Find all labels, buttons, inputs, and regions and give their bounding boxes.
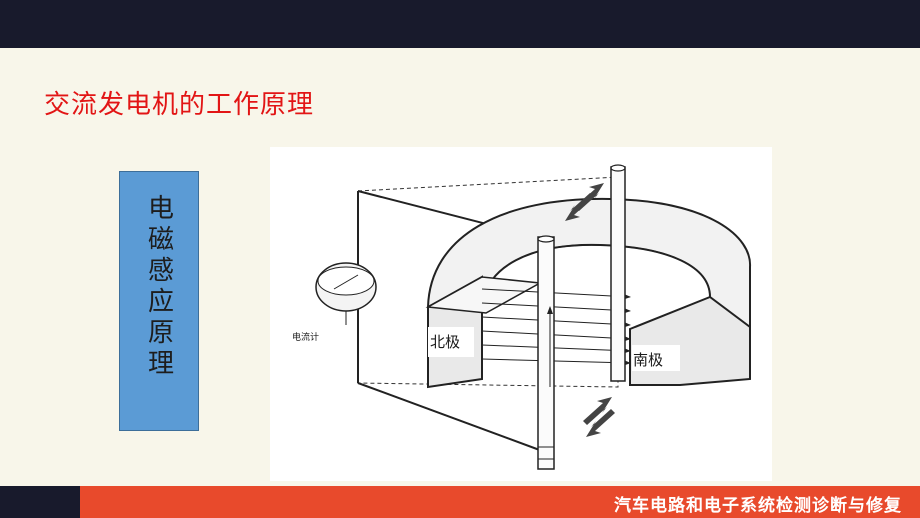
- north-pole-label: 北极: [430, 333, 460, 351]
- generator-diagram: 北极 南极: [270, 147, 772, 481]
- field-lines: [481, 288, 631, 366]
- meter-label: 电流计: [292, 331, 319, 343]
- diagram-svg: 北极 南极: [292, 164, 752, 470]
- course-title: 汽车电路和电子系统检测诊断与修复: [614, 496, 902, 516]
- concept-box: 电磁感应原理: [119, 171, 199, 431]
- footer-dark-block: [0, 486, 80, 518]
- footer-bar: 汽车电路和电子系统检测诊断与修复: [80, 486, 920, 518]
- south-pole-label: 南极: [633, 351, 663, 369]
- galvanometer: [315, 262, 377, 325]
- concept-text: 电磁感应原理: [143, 194, 174, 380]
- motion-arrow-top: [565, 183, 604, 221]
- front-conductor: [537, 236, 555, 470]
- top-bar: [0, 0, 920, 48]
- back-conductor: [610, 166, 626, 382]
- motion-arrow-bottom: [583, 397, 615, 437]
- slide-title: 交流发电机的工作原理: [44, 90, 315, 120]
